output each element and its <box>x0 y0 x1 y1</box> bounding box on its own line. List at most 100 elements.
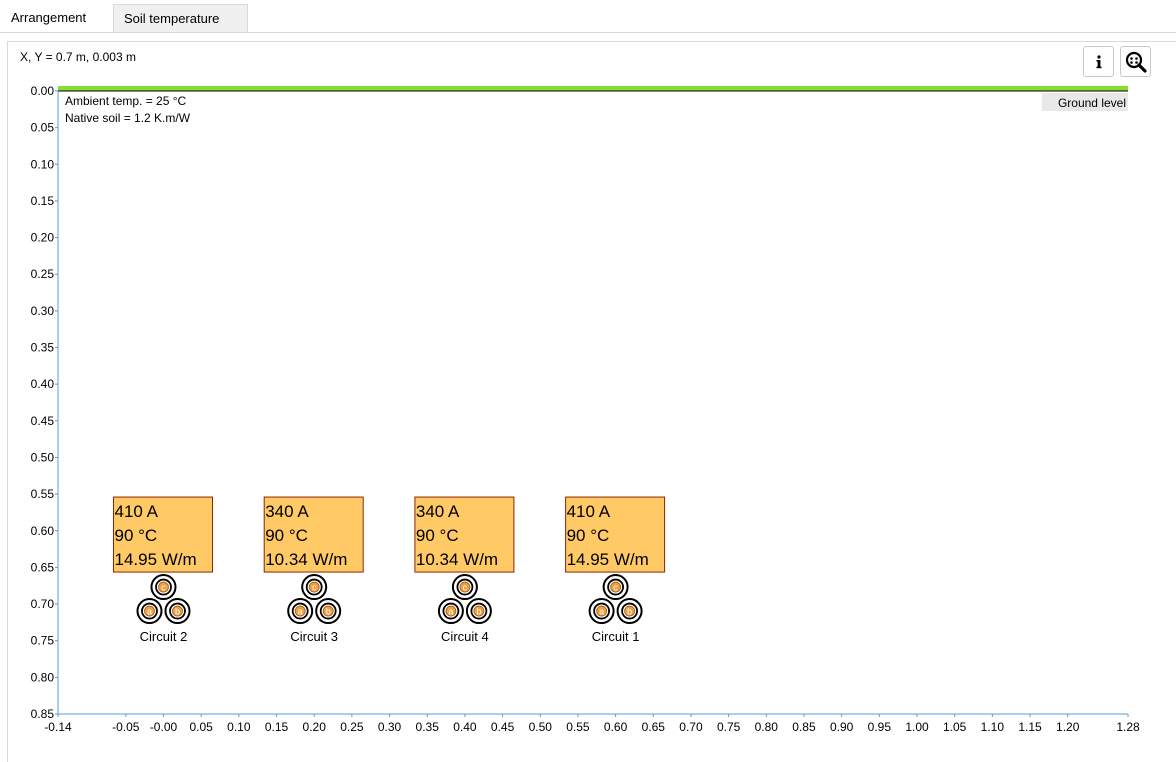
y-tick-label: 0.35 <box>31 341 55 355</box>
y-tick-label: 0.85 <box>31 707 55 721</box>
circuit-current: 410 A <box>114 502 158 521</box>
circuit-name: Circuit 3 <box>290 629 338 644</box>
info-button[interactable] <box>1083 46 1114 77</box>
x-tick-label: 0.20 <box>303 720 327 734</box>
circuit-temperature: 90 °C <box>567 526 610 545</box>
phase-label: b <box>476 607 481 617</box>
arrangement-panel <box>7 41 1176 762</box>
x-tick-label: 0.85 <box>792 720 816 734</box>
y-tick-label: 0.45 <box>31 414 55 428</box>
circuit-loss: 14.95 W/m <box>567 550 649 569</box>
circuit-current: 340 A <box>416 502 460 521</box>
x-tick-label: 0.30 <box>378 720 402 734</box>
y-tick-label: 0.50 <box>31 450 55 464</box>
cable-conductor <box>445 605 457 617</box>
y-tick-label: 0.20 <box>31 231 55 245</box>
x-tick-label: 1.20 <box>1056 720 1080 734</box>
x-tick-label: 1.15 <box>1018 720 1042 734</box>
y-tick-label: 0.25 <box>31 267 55 281</box>
cable-conductor <box>459 581 471 593</box>
x-tick-label: 0.25 <box>340 720 364 734</box>
x-tick-label: 1.10 <box>981 720 1005 734</box>
circuit-name: Circuit 2 <box>140 629 188 644</box>
x-tick-label: 0.10 <box>227 720 251 734</box>
circuit-temperature: 90 °C <box>416 526 459 545</box>
y-tick-label: 0.75 <box>31 634 55 648</box>
cable-conductor <box>596 605 608 617</box>
circuit-loss: 10.34 W/m <box>416 550 498 569</box>
phase-label: b <box>175 607 180 617</box>
y-tick-label: 0.15 <box>31 194 55 208</box>
x-tick-label: -0.05 <box>112 720 140 734</box>
y-tick-label: 0.55 <box>31 487 55 501</box>
circuit-current: 340 A <box>265 502 309 521</box>
cable-conductor <box>322 605 334 617</box>
x-tick-label: 0.05 <box>189 720 213 734</box>
phase-label: c <box>161 583 166 593</box>
cable-conductor <box>473 605 485 617</box>
y-tick-label: 0.30 <box>31 304 55 318</box>
x-tick-label: 0.50 <box>529 720 553 734</box>
cable-conductor <box>158 581 169 593</box>
y-tick-label: 0.10 <box>31 157 55 171</box>
circuit-rating-box <box>414 496 515 573</box>
phase-label: c <box>613 583 618 593</box>
y-tick-label: 0.60 <box>31 524 55 538</box>
circuit-loss: 10.34 W/m <box>265 550 347 569</box>
x-tick-label: 0.55 <box>566 720 590 734</box>
tab-bar: Arrangement Soil temperature <box>0 0 1176 33</box>
circuit-temperature: 90 °C <box>114 526 157 545</box>
cable-conductor <box>624 605 636 617</box>
x-tick-label: -0.14 <box>44 720 72 734</box>
circuit-rating-box <box>112 496 213 573</box>
x-tick-label: 0.65 <box>642 720 666 734</box>
native-soil-label: Native soil = 1.2 K.m/W <box>65 111 191 125</box>
phase-label: a <box>599 607 604 617</box>
phase-label: c <box>463 583 468 593</box>
x-tick-label: 0.15 <box>265 720 289 734</box>
x-tick-label: 0.75 <box>717 720 741 734</box>
ambient-temp-label: Ambient temp. = 25 °C <box>65 94 187 108</box>
y-tick-label: 0.70 <box>31 597 55 611</box>
x-tick-label: -0.00 <box>150 720 178 734</box>
cable-conductor <box>308 581 320 593</box>
tab-soil-temperature[interactable]: Soil temperature <box>113 4 248 32</box>
phase-label: c <box>312 583 317 593</box>
x-tick-label: 1.00 <box>905 720 929 734</box>
y-tick-label: 0.40 <box>31 377 55 391</box>
phase-label: a <box>147 607 152 617</box>
phase-label: b <box>326 607 331 617</box>
x-tick-label: 1.28 <box>1116 720 1140 734</box>
info-icon <box>1096 54 1101 68</box>
x-tick-label: 0.45 <box>491 720 515 734</box>
circuit-rating-box <box>263 496 364 573</box>
circuit-name: Circuit 1 <box>592 629 640 644</box>
x-tick-label: 1.05 <box>943 720 967 734</box>
ground-level-label-bg <box>1042 93 1128 111</box>
phase-label: a <box>298 607 303 617</box>
y-tick-label: 0.65 <box>31 560 55 574</box>
x-tick-label: 0.80 <box>755 720 779 734</box>
circuit-current: 410 A <box>567 502 611 521</box>
phase-label: b <box>627 607 632 617</box>
cable-conductor <box>172 605 183 617</box>
zoom-button[interactable] <box>1120 46 1151 77</box>
tab-arrangement[interactable]: Arrangement <box>0 2 113 31</box>
circuit-temperature: 90 °C <box>265 526 308 545</box>
x-tick-label: 0.35 <box>416 720 440 734</box>
x-tick-label: 0.60 <box>604 720 628 734</box>
x-tick-label: 0.70 <box>679 720 703 734</box>
x-tick-label: 0.95 <box>868 720 892 734</box>
coordinate-readout: X, Y = 0.7 m, 0.003 m <box>20 50 136 64</box>
y-tick-label: 0.80 <box>31 670 55 684</box>
zoom-icon <box>1125 51 1147 73</box>
cable-conductor <box>144 605 155 617</box>
circuit-rating-box <box>565 496 666 573</box>
cable-conductor <box>294 605 306 617</box>
cable-conductor <box>610 581 622 593</box>
